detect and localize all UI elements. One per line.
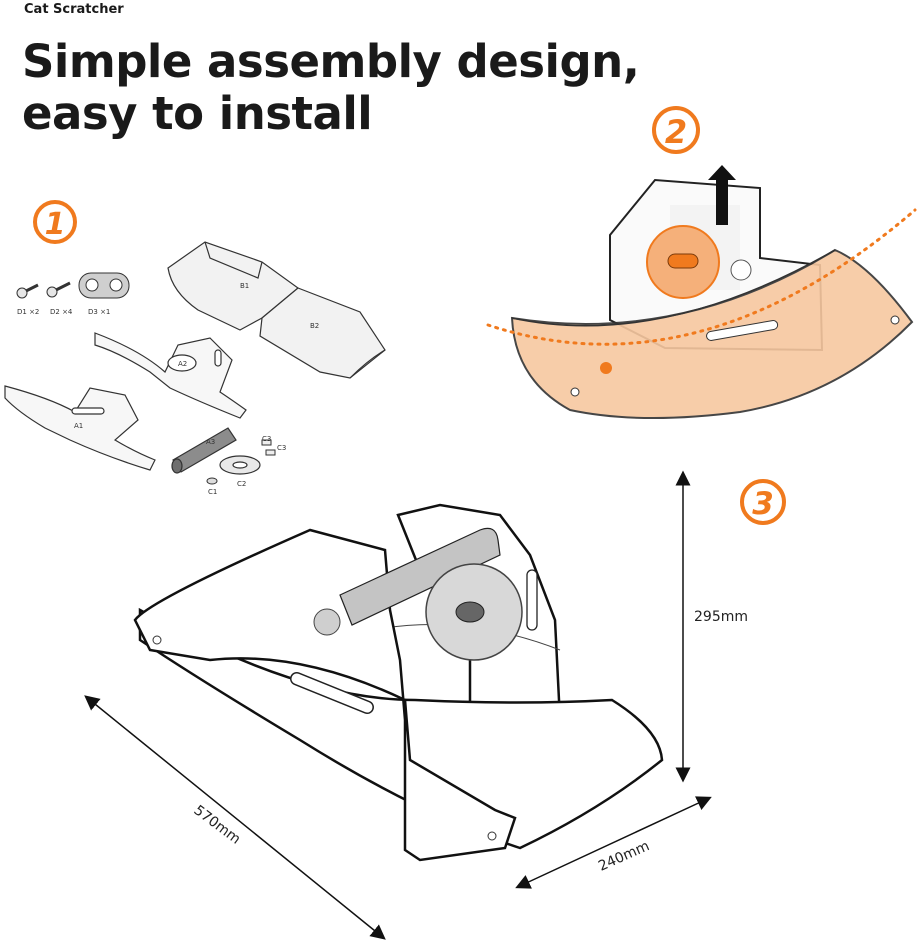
step-2-closeup [486, 165, 917, 419]
page-title: Simple assembly design, easy to install [22, 35, 640, 140]
side-plate-a2-icon [94, 332, 247, 419]
part-d1-label: D1 ×2 [17, 308, 39, 316]
part-a1-label: A1 [74, 422, 83, 430]
cap-c1-icon [206, 477, 218, 485]
step-1-number: 1 [45, 207, 66, 242]
width-dimension-label: 240mm [596, 838, 652, 875]
title-line-1: Simple assembly design, [22, 35, 640, 88]
screw-d1-icon [16, 283, 39, 299]
part-a2-label: A2 [178, 360, 187, 368]
screw-d2-icon [46, 281, 71, 298]
step-3-number: 3 [752, 486, 774, 522]
post-a3-icon [171, 427, 237, 474]
step-2-badge: 2 [652, 106, 700, 154]
deck-b1-icon [167, 241, 299, 331]
step-3-badge: 3 [740, 479, 786, 525]
step-1-badge: 1 [33, 200, 77, 244]
deck-b2-icon [259, 287, 386, 379]
side-plate-a1-icon [4, 385, 156, 471]
part-c3b-label: C3 [277, 444, 286, 452]
part-c3a-label: C3 [262, 435, 271, 443]
part-b2-label: B2 [310, 322, 319, 330]
disc-c2-icon [219, 455, 261, 475]
part-d2-label: D2 ×4 [50, 308, 73, 316]
part-a3-label: A3 [206, 438, 215, 446]
step-2-number: 2 [665, 113, 687, 151]
washer-d3-icon [78, 272, 130, 299]
brand-label: Cat Scratcher [24, 2, 124, 17]
clip-c3-icon [261, 439, 276, 456]
length-dimension-label: 570mm [191, 802, 244, 847]
assembled-scratcher [133, 503, 664, 862]
height-dimension-label: 295mm [694, 609, 748, 625]
width-dimension-line [515, 796, 712, 889]
title-line-2: easy to install [22, 87, 373, 140]
part-c2-label: C2 [237, 480, 246, 488]
part-b1-label: B1 [240, 282, 249, 290]
part-c1-label: C1 [208, 488, 217, 496]
part-d3-label: D3 ×1 [88, 308, 110, 316]
length-dimension-line [84, 695, 386, 940]
